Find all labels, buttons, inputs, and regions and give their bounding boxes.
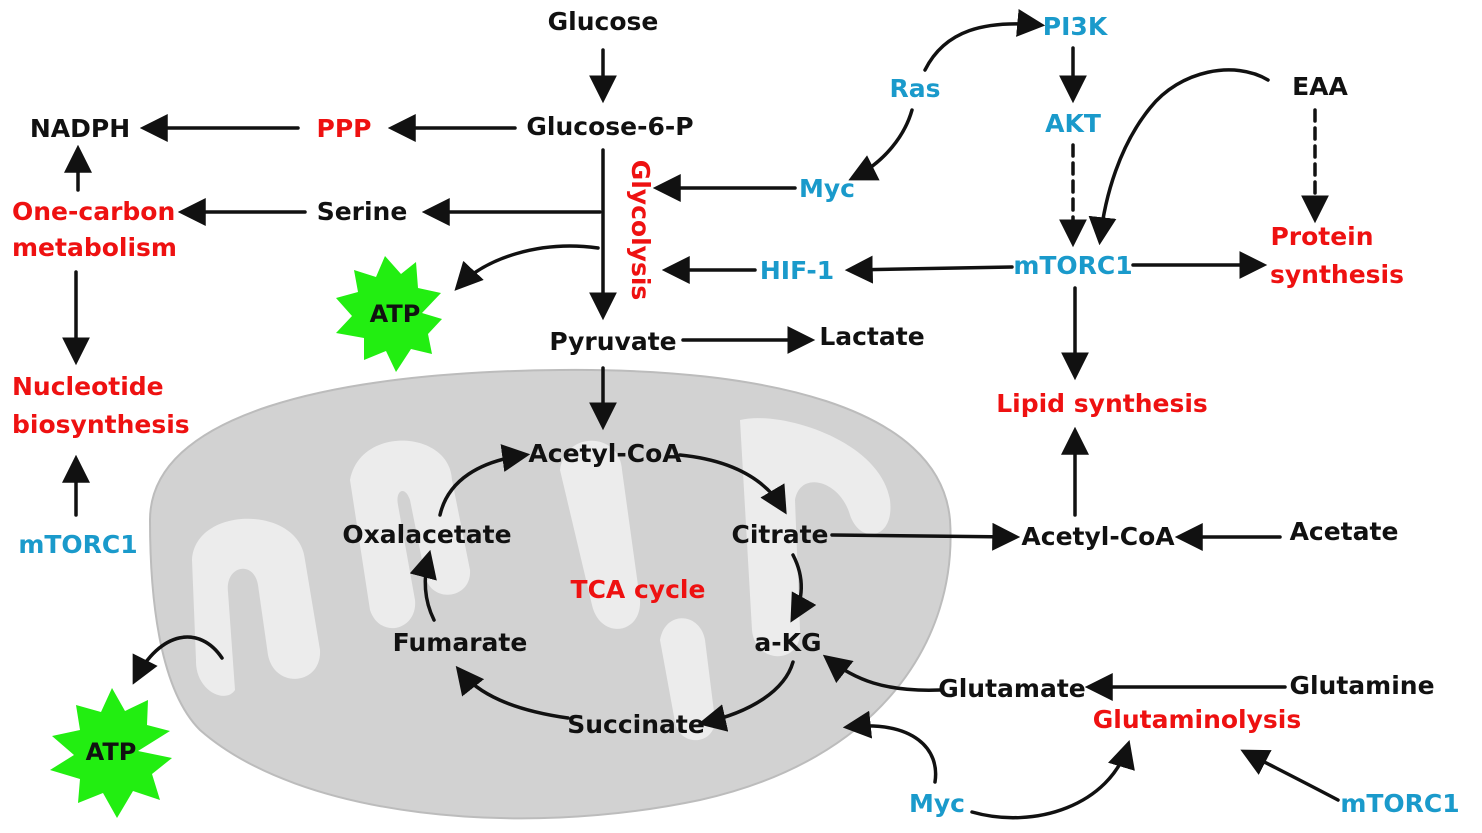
node-akt: AKT [1045, 109, 1101, 138]
arrow-eaa-to-mtorc1 [1088, 68, 1270, 246]
atp-burst-bottom: ATP [50, 688, 172, 818]
node-protein-line2: synthesis [1270, 260, 1404, 289]
arrow-fumarate-to-oxalacetate [409, 549, 437, 622]
node-acetyl-coa-mito: Acetyl-CoA [528, 439, 682, 468]
node-lipid-synthesis: Lipid synthesis [996, 389, 1208, 418]
atp-burst-top: ATP [336, 256, 442, 372]
node-nadph: NADPH [30, 114, 130, 143]
node-mtorc1-left: mTORC1 [18, 530, 137, 559]
arrow-mtorc1-to-glutaminolysis [1240, 749, 1340, 802]
node-tca-cycle: TCA cycle [571, 575, 706, 604]
arrow-myc-to-akg [842, 710, 938, 784]
arrow-ras-to-pi3k [923, 9, 1046, 72]
node-pyruvate: Pyruvate [549, 327, 676, 356]
node-one-carbon-line1: One-carbon [12, 197, 175, 226]
arrow-acetylcoa-to-citrate [678, 453, 787, 515]
mitochondrion [148, 368, 952, 820]
arrows [62, 9, 1340, 820]
arrow-succinate-to-fumarate [455, 665, 570, 720]
node-pi3k: PI3K [1043, 12, 1109, 41]
arrow-mito-to-atp [132, 635, 224, 685]
node-nucleotide-line2: biosynthesis [12, 410, 190, 439]
node-lactate: Lactate [819, 322, 924, 351]
arrow-citrate-to-akg [790, 553, 817, 623]
arrow-glutamate-to-akg [822, 654, 942, 692]
arrow-akg-to-succinate [697, 660, 795, 732]
node-succinate: Succinate [567, 710, 705, 739]
arrow-citrate-to-acetylcoa [830, 522, 1021, 551]
node-mtorc1-center: mTORC1 [1013, 251, 1132, 280]
node-myc-top: Myc [799, 174, 855, 203]
atp-burst-top-star [336, 256, 442, 372]
node-glutaminolysis: Glutaminolysis [1093, 705, 1302, 734]
node-one-carbon-line2: metabolism [12, 233, 177, 262]
node-glucose: Glucose [548, 7, 659, 36]
node-glutamate: Glutamate [938, 674, 1086, 703]
node-hif1: HIF-1 [760, 256, 834, 285]
node-protein-line1: Protein [1270, 222, 1373, 251]
labels: Glucose Glucose-6-P PPP NADPH One-carbon… [12, 7, 1460, 818]
arrow-ras-to-myc [848, 108, 914, 181]
node-mtorc1-right: mTORC1 [1340, 789, 1459, 818]
node-glucose-6-p: Glucose-6-P [526, 112, 693, 141]
node-myc-bottom: Myc [909, 789, 965, 818]
node-acetyl-coa-cyto: Acetyl-CoA [1021, 522, 1175, 551]
node-eaa: EAA [1292, 72, 1348, 101]
node-oxalacetate: Oxalacetate [342, 520, 511, 549]
node-serine: Serine [317, 197, 408, 226]
node-ppp: PPP [317, 114, 372, 143]
atp-burst-bottom-star [50, 688, 172, 818]
node-glycolysis: Glycolysis [626, 160, 655, 301]
node-acetate: Acetate [1290, 517, 1399, 546]
node-nucleotide-line1: Nucleotide [12, 372, 164, 401]
arrow-oxalacetate-to-acetylcoa [438, 444, 531, 517]
node-fumarate: Fumarate [393, 628, 528, 657]
arrow-glycolysis-to-atp [454, 244, 600, 291]
arrow-myc-to-glutaminolysis [970, 739, 1135, 820]
arrow-mtorc1-to-hif1 [844, 255, 1014, 284]
node-citrate: Citrate [732, 520, 829, 549]
node-ras: Ras [889, 74, 940, 103]
atp-bottom-label: ATP [86, 738, 137, 766]
atp-top-label: ATP [370, 300, 421, 328]
node-akg: a-KG [754, 628, 821, 657]
node-glutamine: Glutamine [1289, 671, 1434, 700]
mitochondrion-cristae [192, 418, 891, 741]
